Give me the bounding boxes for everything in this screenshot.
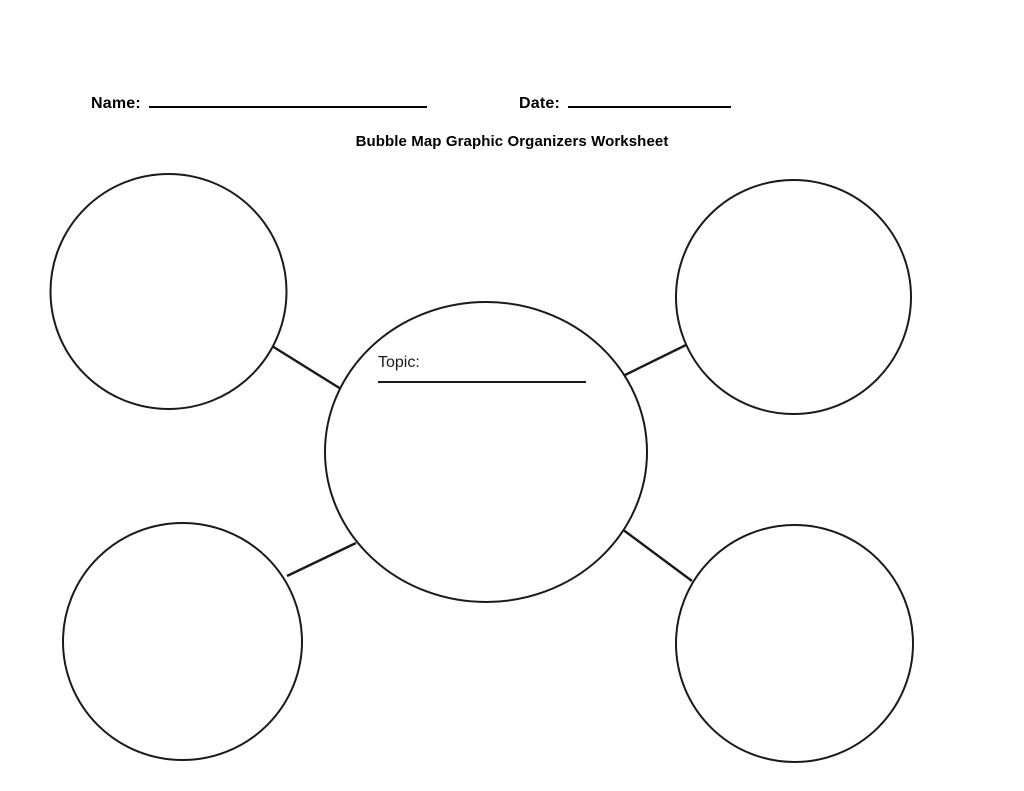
connector-top-right [622,342,689,378]
name-field-label: Name: [91,95,141,112]
topic-label: Topic: [378,354,420,371]
topic-block: Topic: [378,353,590,383]
bubble-bottom-left[interactable] [62,522,303,761]
page-title: Bubble Map Graphic Organizers Worksheet [355,133,669,150]
connector-bottom-right [621,528,693,582]
bubble-top-right[interactable] [675,179,912,415]
bubble-bottom-right[interactable] [675,524,914,763]
bubble-top-left[interactable] [49,173,288,410]
name-field-write-line[interactable] [148,106,427,108]
topic-write-line[interactable] [378,381,586,383]
center-bubble[interactable] [324,301,648,603]
connector-bottom-left [286,541,357,578]
connector-top-left [271,344,342,391]
name-field[interactable]: Name: [91,95,427,113]
date-field-label: Date: [519,95,561,112]
date-field-write-line[interactable] [568,106,732,108]
date-field[interactable]: Date: [519,95,732,113]
